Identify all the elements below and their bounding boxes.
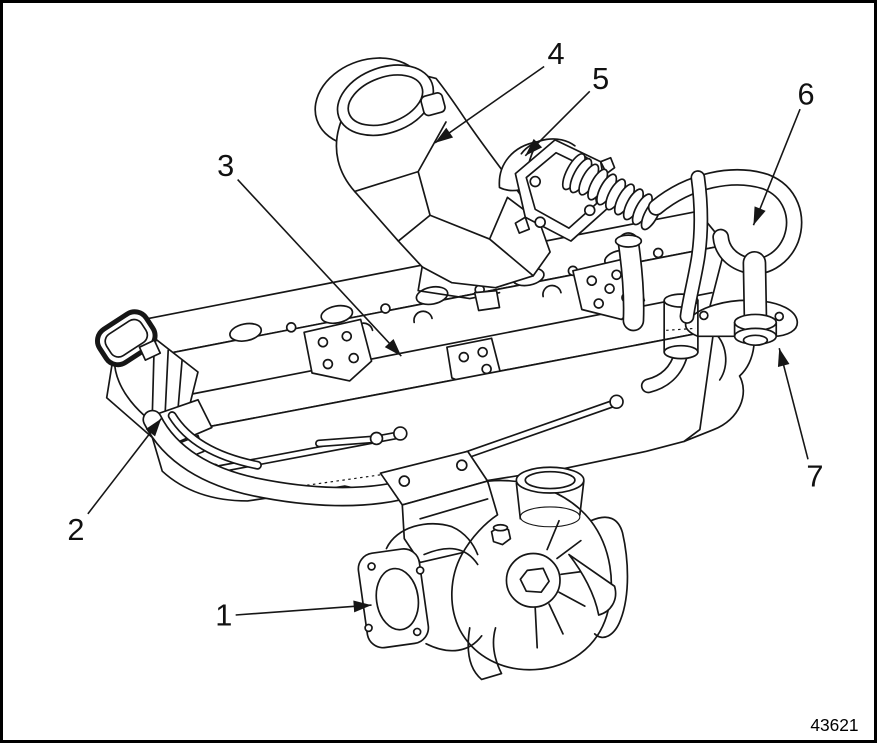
callout-arrowhead-5 — [525, 138, 543, 156]
mounting-bracket-left — [303, 318, 373, 382]
callout-leader-1 — [235, 604, 372, 616]
engine-line-drawing: 1 2 3 45 6 7 43621 — [67, 36, 858, 735]
turbocharger — [357, 450, 629, 681]
callout-arrowhead-7 — [777, 348, 790, 367]
egr-pipe-loop — [614, 169, 803, 394]
callout-arrowhead-6 — [753, 206, 766, 226]
callout-leader-6 — [752, 108, 801, 226]
callout-label-2: 2 — [67, 512, 84, 547]
callout-label-7: 7 — [806, 459, 823, 494]
sleeve-coupling — [640, 293, 699, 394]
callout-leader-4 — [434, 65, 545, 144]
figure-number: 43621 — [810, 715, 858, 735]
callout-arrowhead-2 — [145, 418, 162, 437]
turbine-outlet-stub — [515, 466, 585, 528]
compressor-inlet — [357, 522, 483, 652]
callout-label-3: 3 — [217, 148, 234, 183]
callout-label-6: 6 — [797, 77, 814, 112]
callout-label-5: 5 — [592, 61, 609, 96]
callout-leader-3 — [237, 179, 402, 357]
callout-label-4: 4 — [547, 36, 564, 71]
callout-leader-2 — [87, 418, 162, 515]
callout-arrowhead-4 — [435, 127, 454, 143]
intake-mixer-duct — [314, 57, 551, 312]
callout-arrowhead-1 — [353, 600, 372, 613]
pipe-outlet-fitting — [733, 313, 778, 347]
flex-bellows — [561, 152, 662, 231]
callout-label-1: 1 — [215, 598, 232, 633]
callout-layer: 1 2 3 45 6 7 — [67, 36, 823, 632]
callout-arrowhead-3 — [384, 338, 402, 357]
callout-leader-7 — [778, 347, 809, 460]
egr-valve — [95, 309, 409, 507]
